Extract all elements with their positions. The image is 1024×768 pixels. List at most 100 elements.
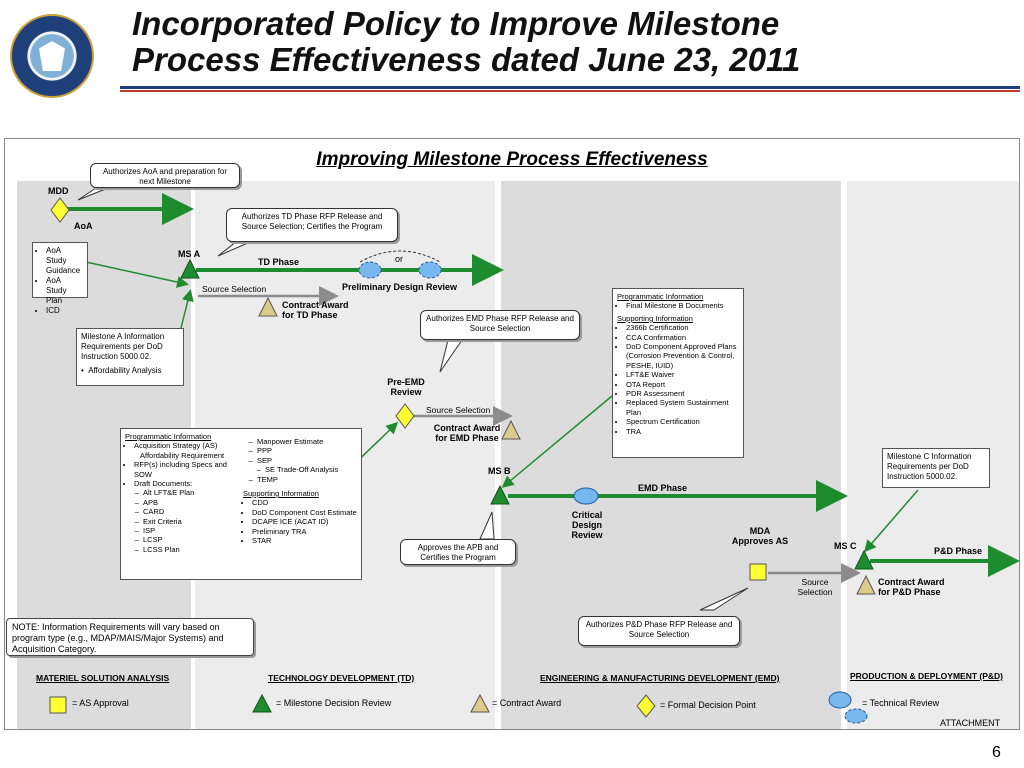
callout-tail-aoa [77,187,109,201]
aoa-notes: AoA Study Guidance AoA Study Plan ICD [32,242,88,315]
callout-tail-emd [439,339,463,373]
source-selection-td: Source Selection [202,284,267,294]
pre-emd-item: RFP(s) including Specs and SOW [134,460,243,479]
mda-square [749,563,767,581]
ms-b-notes: Programmatic Information Final Milestone… [612,288,744,458]
mda-label: MDA Approves AS [731,526,789,546]
pdr-ellipse-1 [358,261,382,279]
pre-emd-support-item: DCAPE ICE (ACAT ID) [252,517,359,526]
td-phase-label: TD Phase [258,257,300,267]
pre-emd-support-item: DoD Component Cost Estimate [252,508,359,517]
ms-b-support-item: CCA Confirmation [626,333,739,342]
ms-c-info: Milestone C Information Requirements per… [887,452,972,481]
aoa-label: AoA [74,221,93,231]
mdd-diamond [50,197,70,223]
phase-label-emd: ENGINEERING & MANUFACTURING DEVELOPMENT … [540,673,780,683]
pre-emd-right-item: TEMP [257,475,359,484]
ms-b-heading: Programmatic Information [617,292,704,301]
ms-b-support-item: Replaced System Sustainment Plan [626,398,739,417]
callout-tail-pd [699,587,749,611]
source-selection-emd: Source Selection [426,405,491,415]
title-rule-blue [120,86,1020,89]
ms-b-support-heading: Supporting Information [617,313,693,323]
ms-b-support-item: PDR Assessment [626,389,739,398]
pointer-msb-note [501,395,613,488]
contract-pd-triangle [856,574,876,595]
legend-technical: = Technical Review [862,698,940,708]
pre-emd-draft: ISP [143,526,243,535]
source-selection-pd: Source Selection [797,577,833,597]
pre-emd-draft: LCSS Plan [143,545,243,554]
pre-emd-diamond [395,403,415,429]
ms-b-label: MS B [488,466,511,476]
pre-emd-right-item: PPP [257,446,359,455]
contract-td-triangle [258,296,278,317]
pre-emd-item: Affordability Requirement [140,450,225,460]
cdr-label: Critical Design Review [571,510,603,540]
ms-c-triangle [854,549,874,570]
ms-a-bullet: • Affordability Analysis [81,366,162,375]
pre-emd-item: Draft Documents: [134,479,243,488]
callout-emd-auth: Authorizes EMD Phase RFP Release and Sou… [420,310,580,340]
pre-emd-support-item: STAR [252,536,359,545]
legend-contract-triangle [470,693,490,713]
note-box: NOTE: Information Requirements will vary… [6,618,254,656]
cdr-ellipse [573,487,599,505]
legend-as: = AS Approval [72,698,129,708]
phase-label-td: TECHNOLOGY DEVELOPMENT (TD) [268,673,415,683]
ms-b-support-item: LFT&E Waiver [626,370,739,379]
legend-formal-diamond [636,694,656,718]
contract-emd-label: Contract Award for EMD Phase [433,423,501,443]
ms-b-support-item: OTA Report [626,380,739,389]
contract-td-label: Contract Award for TD Phase [282,300,349,320]
aoa-note-item: AoA Study Plan [46,276,83,306]
page-title: Incorporated Policy to Improve Milestone… [132,6,1012,78]
callout-apb: Approves the APB and Certifies the Progr… [400,539,516,565]
callout-tail-td [217,241,251,257]
pre-emd-label: Pre-EMD Review [387,377,425,397]
aoa-note-item: ICD [46,306,83,316]
ms-a-info: Milestone A Information Requirements per… [81,332,165,361]
pre-emd-support-item: CDD [252,498,359,507]
legend-mdr-triangle [252,693,272,713]
callout-aoa-auth: Authorizes AoA and preparation for next … [90,163,240,188]
pd-phase-label: P&D Phase [934,546,983,556]
pre-emd-item: Acquisition Strategy (AS) [134,441,243,450]
pre-emd-heading: Programmatic Information [125,432,212,441]
pdr-ellipse-2 [418,261,442,279]
contract-pd-label: Contract Award for P&D Phase [878,577,945,597]
ms-b-support-item: 2366b Certification [626,323,739,332]
callout-tail-apb [479,511,495,540]
pre-emd-draft: APB [143,498,243,507]
or-dashed-arc [359,250,441,263]
ms-a-triangle [180,258,200,279]
emd-phase-label: EMD Phase [638,483,688,493]
title-line-2: Process Effectiveness dated June 23, 201… [132,41,801,78]
ms-b-support-item: Spectrum Certification [626,417,739,426]
title-line-1: Incorporated Policy to Improve Milestone [132,5,780,42]
ms-a-notes: Milestone A Information Requirements per… [76,328,184,386]
pre-emd-draft: LCSP [143,535,243,544]
legend-mdr: = Milestone Decision Review [276,698,392,708]
diagram-title: Improving Milestone Process Effectivenes… [316,149,708,170]
pre-emd-support-heading: Supporting Information [243,489,319,499]
legend-as-square [49,696,67,714]
legend-contract: = Contract Award [492,698,562,708]
pointer-aoa-note-msa [85,261,189,288]
pre-emd-draft: Exit Criteria [143,517,243,526]
ms-c-notes: Milestone C Information Requirements per… [882,448,990,488]
legend-formal: = Formal Decision Point [660,700,756,710]
mdd-label: MDD [48,186,69,196]
pre-emd-draft: Alt LFT&E Plan [143,488,243,497]
title-rule-red [120,90,1020,92]
ms-a-label: MS A [178,249,201,259]
dod-seal [10,14,94,98]
pre-emd-notes: Programmatic Information Acquisition Str… [120,428,362,580]
aoa-note-item: AoA Study Guidance [46,246,83,276]
ms-c-label: MS C [834,541,857,551]
pdr-label: Preliminary Design Review [342,282,458,292]
pre-emd-right-item: SEP [257,456,359,465]
page-number: 6 [992,744,1001,761]
legend-tech-ellipse-1 [828,691,852,709]
pre-emd-support-item: Preliminary TRA [252,527,359,536]
